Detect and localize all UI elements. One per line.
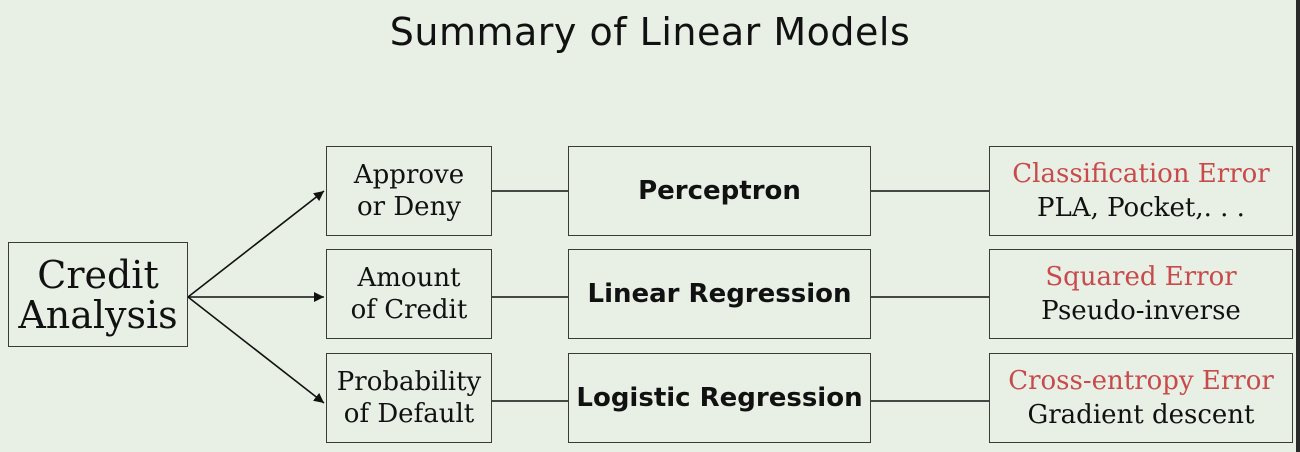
error-label: Classification Error (1012, 159, 1270, 189)
right-edge-rule (1296, 0, 1300, 452)
model-label: Logistic Regression (576, 383, 863, 413)
model-box-logistic-regression: Logistic Regression (568, 353, 871, 443)
output-line-2: of Credit (350, 295, 468, 325)
error-box-cross-entropy: Cross-entropy Error Gradient descent (989, 353, 1293, 443)
error-label: Cross-entropy Error (1008, 366, 1274, 396)
algorithm-label: Pseudo-inverse (1041, 296, 1241, 326)
arrow-to-approve (187, 190, 325, 298)
output-box-amount: Amount of Credit (326, 249, 492, 339)
output-box-approve: Approve or Deny (326, 146, 492, 236)
error-box-squared: Squared Error Pseudo-inverse (989, 249, 1293, 339)
root-line-2: Analysis (18, 292, 178, 337)
output-line-2: of Default (343, 399, 475, 429)
error-label: Squared Error (1045, 262, 1237, 292)
output-line-2: or Deny (356, 192, 461, 222)
diagram-title: Summary of Linear Models (389, 10, 911, 54)
output-line-1: Amount (357, 263, 461, 293)
model-label: Perceptron (638, 176, 801, 206)
arrow-to-probability (187, 296, 325, 404)
output-line-1: Approve (353, 160, 465, 190)
output-line-1: Probability (336, 367, 482, 397)
model-label: Linear Regression (587, 279, 852, 309)
model-box-linear-regression: Linear Regression (568, 249, 871, 339)
credit-analysis-box: Credit Analysis (8, 242, 188, 347)
output-box-probability: Probability of Default (326, 353, 492, 443)
algorithm-label: PLA, Pocket,. . . (1037, 193, 1245, 223)
error-box-classification: Classification Error PLA, Pocket,. . . (989, 146, 1293, 236)
algorithm-label: Gradient descent (1027, 400, 1255, 430)
model-box-perceptron: Perceptron (568, 146, 871, 236)
root-line-1: Credit (37, 252, 159, 297)
